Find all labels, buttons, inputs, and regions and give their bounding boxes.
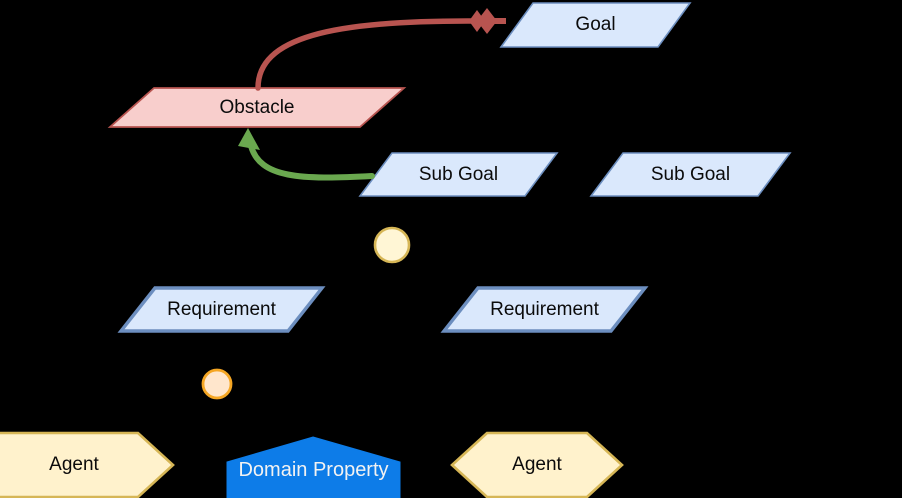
domain-property-shape <box>226 436 401 498</box>
node-obstacle[interactable] <box>107 87 407 128</box>
sub-goal-left-shape <box>358 152 559 197</box>
goal-shape <box>499 2 692 48</box>
requirement-left-shape <box>117 286 326 333</box>
requirement-right-shape <box>440 286 649 333</box>
node-sub-goal-right[interactable] <box>589 152 792 197</box>
obstruction-edge-path <box>255 18 481 91</box>
node-domain-property[interactable] <box>226 436 401 498</box>
node-sub-goal-left[interactable] <box>358 152 559 197</box>
node-goal[interactable] <box>499 2 692 48</box>
obstacle-shape <box>107 87 407 128</box>
refinement-node-upper[interactable] <box>373 226 411 264</box>
edge-obstruction[interactable] <box>255 8 506 91</box>
resolution-edge-path <box>248 143 375 181</box>
node-agent-right[interactable] <box>450 431 624 498</box>
obstruction-marker-diamond-right <box>477 8 497 34</box>
refinement-circle-upper <box>373 226 411 264</box>
node-agent-left[interactable] <box>0 431 175 498</box>
node-requirement-right[interactable] <box>440 286 649 333</box>
agent-right-shape <box>450 431 624 498</box>
refinement-circle-lower <box>201 368 233 400</box>
node-requirement-left[interactable] <box>117 286 326 333</box>
agent-left-shape <box>0 431 175 498</box>
obstruction-marker-diamond-left <box>469 10 485 32</box>
refinement-connectors <box>89 160 691 437</box>
sub-goal-right-shape <box>589 152 792 197</box>
obstruction-marker-tail <box>494 18 506 24</box>
edge-resolution[interactable] <box>238 128 375 181</box>
refinement-node-lower[interactable] <box>201 368 233 400</box>
resolution-arrowhead <box>238 128 260 150</box>
